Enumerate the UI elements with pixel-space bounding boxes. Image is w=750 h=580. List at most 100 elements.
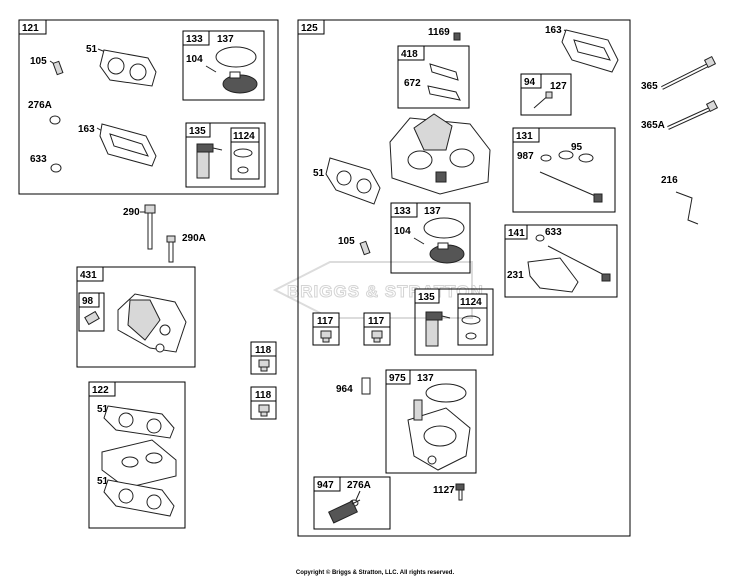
washer-276a-icon xyxy=(49,115,61,125)
seal-1124-icon xyxy=(233,148,253,174)
part-163-b-label: 163 xyxy=(545,25,562,36)
solenoid-icon xyxy=(196,143,223,179)
kit-122-label: 122 xyxy=(92,385,109,396)
gasket-51-icon xyxy=(99,49,157,87)
kit-118-a: 118 xyxy=(250,341,277,375)
kit-975-label: 975 xyxy=(389,373,406,384)
jet-118-a-icon xyxy=(258,359,270,372)
kit-117-a: 117 xyxy=(312,312,340,346)
part-365-label: 365 xyxy=(641,81,658,92)
kit-135-b: 135 1124 xyxy=(414,288,494,356)
part-276a-b-label: 276A xyxy=(347,480,371,491)
part-231-label: 231 xyxy=(507,270,524,281)
float-icon xyxy=(222,71,258,94)
part-51-d-label: 51 xyxy=(97,476,109,487)
gasket-51-b-icon xyxy=(325,157,381,205)
part-1169-label: 1169 xyxy=(428,27,450,38)
kit-947-label: 947 xyxy=(317,480,334,491)
bolt-290a-icon xyxy=(166,235,176,263)
kit-133-a-label: 133 xyxy=(186,34,203,45)
part-633-label: 633 xyxy=(30,154,47,165)
part-290a-label: 290A xyxy=(182,233,206,244)
part-127-label: 127 xyxy=(550,81,567,92)
kit-122: 122 51 51 xyxy=(88,381,186,529)
stud-365a-icon xyxy=(667,99,719,130)
kit-94-label: 94 xyxy=(524,77,536,88)
kit-133-b-label: 133 xyxy=(394,206,411,217)
jet-117-b-icon xyxy=(371,330,383,343)
bolt-290-icon xyxy=(144,204,156,250)
kit-118-b-label: 118 xyxy=(255,390,272,401)
kit-131-label: 131 xyxy=(516,131,533,142)
throttle-shaft-icon xyxy=(539,150,603,203)
part-137-b-label: 137 xyxy=(424,206,441,217)
kit-125-label: 125 xyxy=(301,23,318,34)
link-216-icon xyxy=(675,191,699,225)
kit-141: 141 633 231 xyxy=(504,224,618,298)
part-276a-label: 276A xyxy=(28,100,52,111)
part-633-b-label: 633 xyxy=(545,227,562,238)
part-290-label: 290 xyxy=(123,207,140,218)
stud-365-icon xyxy=(661,55,717,90)
gasket-51-d-icon xyxy=(103,479,175,517)
kit-431-label: 431 xyxy=(80,270,97,281)
needle-127-icon xyxy=(533,91,553,109)
part-672-label: 672 xyxy=(404,78,421,89)
seal-1124-b-icon xyxy=(461,315,481,340)
kit-133-b: 133 137 104 xyxy=(390,202,471,274)
part-137-label: 137 xyxy=(217,34,234,45)
kit-418: 418 672 xyxy=(397,45,470,109)
kit-135-b-label: 135 xyxy=(418,292,435,303)
screw-1127-icon xyxy=(455,483,465,501)
gasket-163-b-icon xyxy=(561,29,619,73)
kit-141-label: 141 xyxy=(508,228,525,239)
kit-121: 121 51 105 276A 163 633 xyxy=(18,19,279,195)
kit-135-a: 135 1124 xyxy=(185,122,266,188)
kit-118-b: 118 xyxy=(250,386,277,420)
kit-118-a-label: 118 xyxy=(255,345,272,356)
choke-shaft-icon xyxy=(527,245,611,293)
carburetor-body-431-icon xyxy=(117,293,187,353)
screw-1169-icon xyxy=(453,32,461,41)
kit-125: 125 1169 163 418 672 94 127 xyxy=(297,19,631,537)
kit-418-label: 418 xyxy=(401,49,418,60)
kit-121-label: 121 xyxy=(22,23,39,34)
carburetor-assembly-icon xyxy=(389,113,491,195)
jet-118-b-icon xyxy=(258,404,270,417)
part-987-label: 987 xyxy=(517,151,534,162)
part-51-c-label: 51 xyxy=(97,404,109,415)
gasket-51-c-icon xyxy=(103,405,175,439)
copyright-notice: Copyright © Briggs & Stratton, LLC. All … xyxy=(295,570,455,576)
float-bowl-icon xyxy=(407,399,471,471)
kit-1124-a-label: 1124 xyxy=(233,131,255,142)
part-163-label: 163 xyxy=(78,124,95,135)
plug-964-icon xyxy=(361,377,371,395)
kit-947: 947 276A xyxy=(313,476,391,530)
solenoid-b-icon xyxy=(425,311,451,347)
part-964-label: 964 xyxy=(336,384,353,395)
part-105-label: 105 xyxy=(30,56,47,67)
screw-105-b-icon xyxy=(359,240,371,256)
spring-98-icon xyxy=(84,310,100,326)
gasket-163-icon xyxy=(99,123,157,167)
part-216-label: 216 xyxy=(661,175,678,186)
float-b-icon xyxy=(429,242,465,264)
kit-98-label: 98 xyxy=(82,296,94,307)
part-51-label: 51 xyxy=(86,44,98,55)
part-137-c-label: 137 xyxy=(417,373,434,384)
briggs-stratton-watermark: BRIGGS & STRATTON xyxy=(272,261,484,319)
kit-94: 94 127 xyxy=(520,73,572,116)
jet-117-a-icon xyxy=(320,330,332,343)
kit-131: 131 987 95 xyxy=(512,127,616,213)
kit-135-a-label: 135 xyxy=(189,126,206,137)
part-51-b-label: 51 xyxy=(313,168,325,179)
kit-133-a: 133 137 104 xyxy=(182,30,265,101)
watermark-text: BRIGGS & STRATTON xyxy=(287,282,484,301)
kit-117-b: 117 xyxy=(363,312,391,346)
part-95-label: 95 xyxy=(571,142,583,153)
fuel-solenoid-icon xyxy=(328,499,361,524)
part-1127-label: 1127 xyxy=(433,485,455,496)
spacer-icon xyxy=(101,439,177,489)
washer-633-icon xyxy=(50,163,62,173)
bracket-672-icon xyxy=(427,63,461,101)
